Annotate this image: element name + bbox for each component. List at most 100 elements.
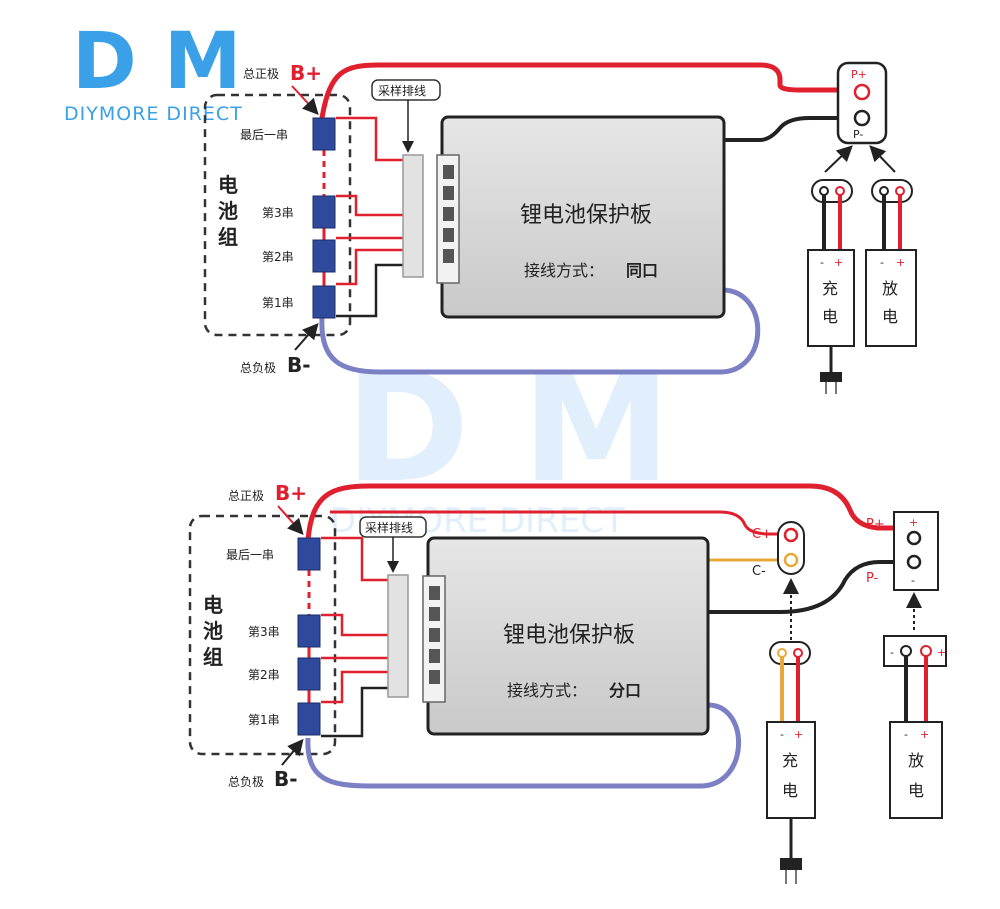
- cell-label-3: 第3串: [262, 206, 294, 220]
- logo-letters: D M: [72, 17, 242, 107]
- red-main-wire: [319, 62, 852, 119]
- charger-char-2: 电: [822, 307, 838, 326]
- sampling-cable-label: 采样排线: [378, 83, 426, 98]
- b-minus-arrow: [281, 738, 304, 766]
- svg-text:-: -: [890, 646, 894, 659]
- cells-bottom: [297, 537, 321, 736]
- p-minus-terminal: [906, 554, 922, 570]
- sampling-wire-4: [321, 670, 390, 704]
- board-title: 锂电池保护板: [520, 203, 652, 228]
- black-p-minus-wire: [722, 116, 852, 142]
- discharge-char-1: 放: [908, 751, 924, 770]
- p-port: [836, 61, 888, 145]
- discharge-plug: [883, 635, 947, 667]
- c-plus-label: C+: [752, 527, 772, 542]
- b-plus-arrow: [291, 85, 319, 115]
- total-positive-label: 总正极: [243, 67, 279, 81]
- cell-3: [297, 614, 321, 648]
- sampling-connector: [387, 574, 409, 698]
- purple-b-minus-wire: [319, 287, 761, 375]
- c-minus-label: C-: [752, 564, 766, 579]
- total-positive-label: 总正极: [228, 489, 264, 503]
- svg-text:+: +: [909, 516, 918, 529]
- charger-ac-plug: [820, 372, 842, 382]
- wiring-label: 接线方式：: [507, 681, 587, 700]
- cell-label-last: 最后一串: [240, 128, 288, 142]
- cell-label-2: 第2串: [262, 250, 294, 264]
- brand-logo: D M DIYMORE DIRECT: [64, 17, 243, 125]
- cells-top: [312, 117, 336, 319]
- cell-1: [297, 702, 321, 736]
- discharge-char-2: 电: [882, 307, 898, 326]
- cell-1: [312, 285, 336, 319]
- logo-subtitle: DIYMORE DIRECT: [64, 103, 243, 125]
- cell-label-1: 第1串: [262, 296, 294, 310]
- cell-label-3: 第3串: [248, 625, 280, 639]
- battery-pack-char-3: 组: [218, 225, 238, 249]
- svg-text:-: -: [780, 728, 784, 741]
- p-plus-terminal: [853, 83, 871, 101]
- sampling-connector: [402, 154, 424, 278]
- battery-pack-char-2: 池: [203, 619, 223, 643]
- total-negative-label: 总负极: [228, 775, 264, 789]
- b-plus-label: B+: [275, 481, 307, 505]
- p-minus-label: P-: [853, 128, 863, 141]
- b-minus-label: B-: [274, 767, 298, 791]
- charger-box: [766, 721, 816, 819]
- cell-label-2: 第2串: [248, 668, 280, 682]
- discharge-box: [865, 249, 917, 347]
- sampling-wire-1: [336, 116, 405, 162]
- cell-2: [312, 239, 336, 273]
- wiring-label: 接线方式：: [524, 261, 604, 280]
- c-plus-terminal: [783, 527, 799, 543]
- sampling-wire-5: [336, 263, 405, 318]
- charger-char-1: 充: [822, 279, 838, 298]
- p-plus-label: P+: [866, 517, 885, 532]
- wiring-mode: 同口: [626, 261, 658, 280]
- battery-pack-outline: [203, 93, 352, 337]
- c-minus-terminal: [783, 552, 799, 568]
- svg-text:-: -: [880, 256, 884, 269]
- black-p-minus-wire: [708, 560, 908, 614]
- p-minus-label: P-: [866, 571, 879, 586]
- sampling-cable-label: 采样排线: [365, 520, 413, 535]
- p-plus-terminal: [906, 530, 922, 546]
- discharge-box: [889, 721, 943, 819]
- svg-text:+: +: [920, 728, 929, 741]
- wiring-mode: 分口: [609, 681, 641, 700]
- sampling-wire-5: [321, 686, 390, 738]
- sampling-wire-2: [336, 194, 405, 217]
- cell-3: [312, 195, 336, 229]
- svg-text:-: -: [820, 256, 824, 269]
- p-plus-label: P+: [851, 68, 867, 81]
- diagram-top: 电 池 组 最后一串 第3串 第2串 第1串 总正极 B+: [203, 61, 917, 394]
- board-socket-pins: [429, 586, 440, 684]
- b-minus-arrow: [294, 322, 319, 351]
- svg-text:+: +: [937, 646, 946, 659]
- b-plus-label: B+: [290, 61, 322, 85]
- battery-pack-char-1: 电: [218, 173, 238, 197]
- cell-2: [297, 657, 321, 691]
- b-minus-label: B-: [287, 353, 311, 377]
- board-socket-pins: [443, 165, 454, 263]
- total-negative-label: 总负极: [240, 361, 276, 375]
- diagram-bottom: 电 池 组 最后一串 第3串 第2串 第1串 总正极: [188, 481, 947, 884]
- charger-plug: [811, 179, 853, 203]
- charger-char-1: 充: [782, 751, 798, 770]
- svg-text:+: +: [834, 256, 843, 269]
- watermark-letters: D M: [345, 342, 671, 516]
- charger-plug: [769, 641, 811, 665]
- p-port: [893, 511, 939, 591]
- cell-label-1: 第1串: [248, 713, 280, 727]
- charger-ac-plug: [780, 858, 802, 870]
- svg-text:+: +: [794, 728, 803, 741]
- svg-text:+: +: [896, 256, 905, 269]
- cell-last: [297, 537, 321, 571]
- battery-pack-char-3: 组: [203, 645, 223, 669]
- svg-text:-: -: [904, 728, 908, 741]
- battery-pack-char-2: 池: [218, 199, 238, 223]
- p-minus-terminal: [853, 109, 871, 127]
- sampling-wire-4: [336, 248, 405, 286]
- discharge-char-2: 电: [908, 781, 924, 800]
- board-title: 锂电池保护板: [503, 623, 635, 648]
